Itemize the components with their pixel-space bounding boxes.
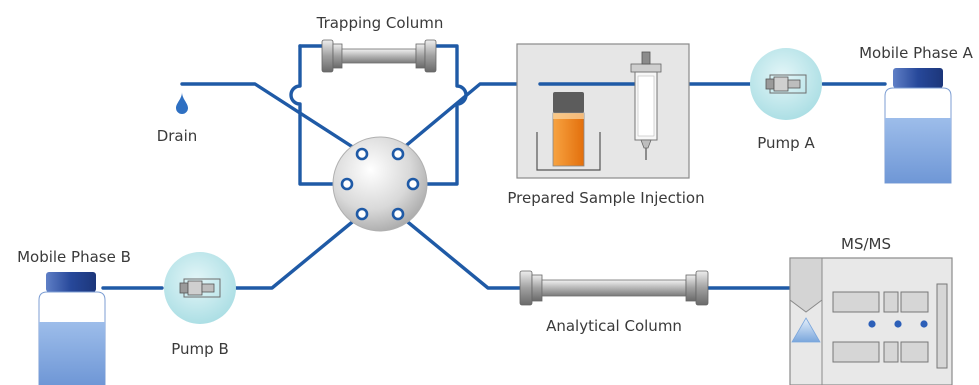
mobile-phase-a-bottle: Mobile Phase A (859, 44, 974, 184)
pump-b-piston-icon (179, 278, 221, 298)
valve-port (340, 177, 354, 191)
valve-port (391, 147, 405, 161)
ion-source-cone-icon (791, 317, 821, 343)
mobile-phase-a-label: Mobile Phase A (859, 44, 974, 62)
valve-port (391, 207, 405, 221)
switching-valve (332, 136, 428, 232)
sample-injection: Prepared Sample Injection (507, 43, 705, 207)
pump-b-label: Pump B (171, 340, 228, 358)
valve-port (406, 177, 420, 191)
valve-port (355, 207, 369, 221)
pump-b: Pump B (164, 252, 236, 358)
mobile-phase-b-label: Mobile Phase B (17, 248, 131, 266)
pump-a-label: Pump A (757, 134, 815, 152)
analytical-column-label: Analytical Column (546, 317, 682, 335)
drain: Drain (157, 92, 198, 145)
pump-a: Pump A (750, 48, 822, 152)
trapping-column-label: Trapping Column (316, 14, 444, 32)
syringe-icon (630, 51, 662, 160)
valve-port (355, 147, 369, 161)
msms-instrument: MS/MS (789, 235, 953, 385)
mobile-phase-b-bottle: Mobile Phase B (17, 248, 131, 385)
pump-a-piston-icon (765, 74, 807, 94)
sample-injection-label: Prepared Sample Injection (507, 189, 704, 207)
drain-drop-icon (176, 92, 188, 114)
analytical-column: Analytical Column (519, 270, 709, 335)
sample-vial (553, 92, 584, 113)
trapping-column: Trapping Column (316, 14, 444, 73)
msms-label: MS/MS (841, 235, 891, 253)
status-lights-icon (868, 320, 928, 328)
drain-label: Drain (157, 127, 198, 145)
